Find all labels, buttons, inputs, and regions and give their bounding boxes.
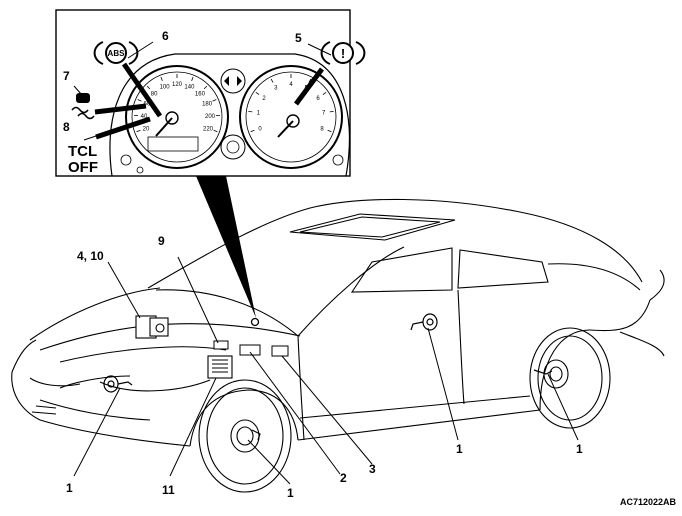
callout-2: 2 [340, 471, 347, 485]
abs-label: ABS [108, 49, 126, 58]
front-right-wheel [199, 380, 291, 492]
callout-3: 3 [369, 462, 376, 476]
tachometer-tick-mark [248, 111, 252, 112]
callout-8: 8 [63, 120, 70, 134]
view-pointer-point [252, 319, 259, 326]
speedometer-tick-label: 200 [205, 114, 216, 120]
speedometer-tick-label: 140 [184, 84, 195, 90]
relay-box-9 [214, 341, 228, 349]
view-pointer-wedge [196, 176, 256, 318]
tachometer-tick-mark [330, 111, 334, 112]
figure-reference-code: AC712022AB [620, 497, 677, 507]
vehicle-outline [12, 199, 664, 446]
speedometer-tick-label: 160 [195, 91, 206, 97]
callout-5: 5 [295, 31, 302, 45]
callout-4-10: 4, 10 [77, 249, 104, 263]
tcl-off-line2: OFF [68, 159, 98, 176]
relay-3 [272, 346, 288, 356]
brake-label: ! [341, 46, 345, 61]
callout-1-rear-left: 1 [456, 442, 463, 456]
relay-2 [240, 345, 260, 355]
tachometer: 012345678 [240, 66, 342, 168]
speedometer-tick-label: 180 [202, 102, 213, 108]
callout-1-front-left: 1 [66, 481, 73, 495]
speedometer-tick-label: 80 [151, 91, 158, 97]
rear-right-wheel-speed-sensor [534, 370, 552, 374]
callout-7: 7 [63, 69, 70, 83]
rear-left-wheel-speed-sensor [411, 314, 437, 330]
callout-1-rear-right: 1 [576, 442, 583, 456]
callout-6: 6 [162, 29, 169, 43]
speedometer-tick-label: 120 [172, 82, 183, 88]
speedometer-tick-label: 220 [203, 126, 214, 132]
abs-ecu [208, 356, 232, 378]
callout-1-front-right: 1 [287, 486, 294, 500]
tcl-off-line1: TCL [68, 143, 97, 160]
speedometer-tick-label: 20 [143, 126, 150, 132]
speedometer-tick-label: 100 [160, 84, 171, 90]
rear-right-wheel [530, 328, 610, 428]
callout-11: 11 [162, 483, 175, 497]
leader-lines [74, 257, 578, 484]
abs-hydraulic-unit [136, 316, 168, 338]
callout-9: 9 [158, 234, 165, 248]
